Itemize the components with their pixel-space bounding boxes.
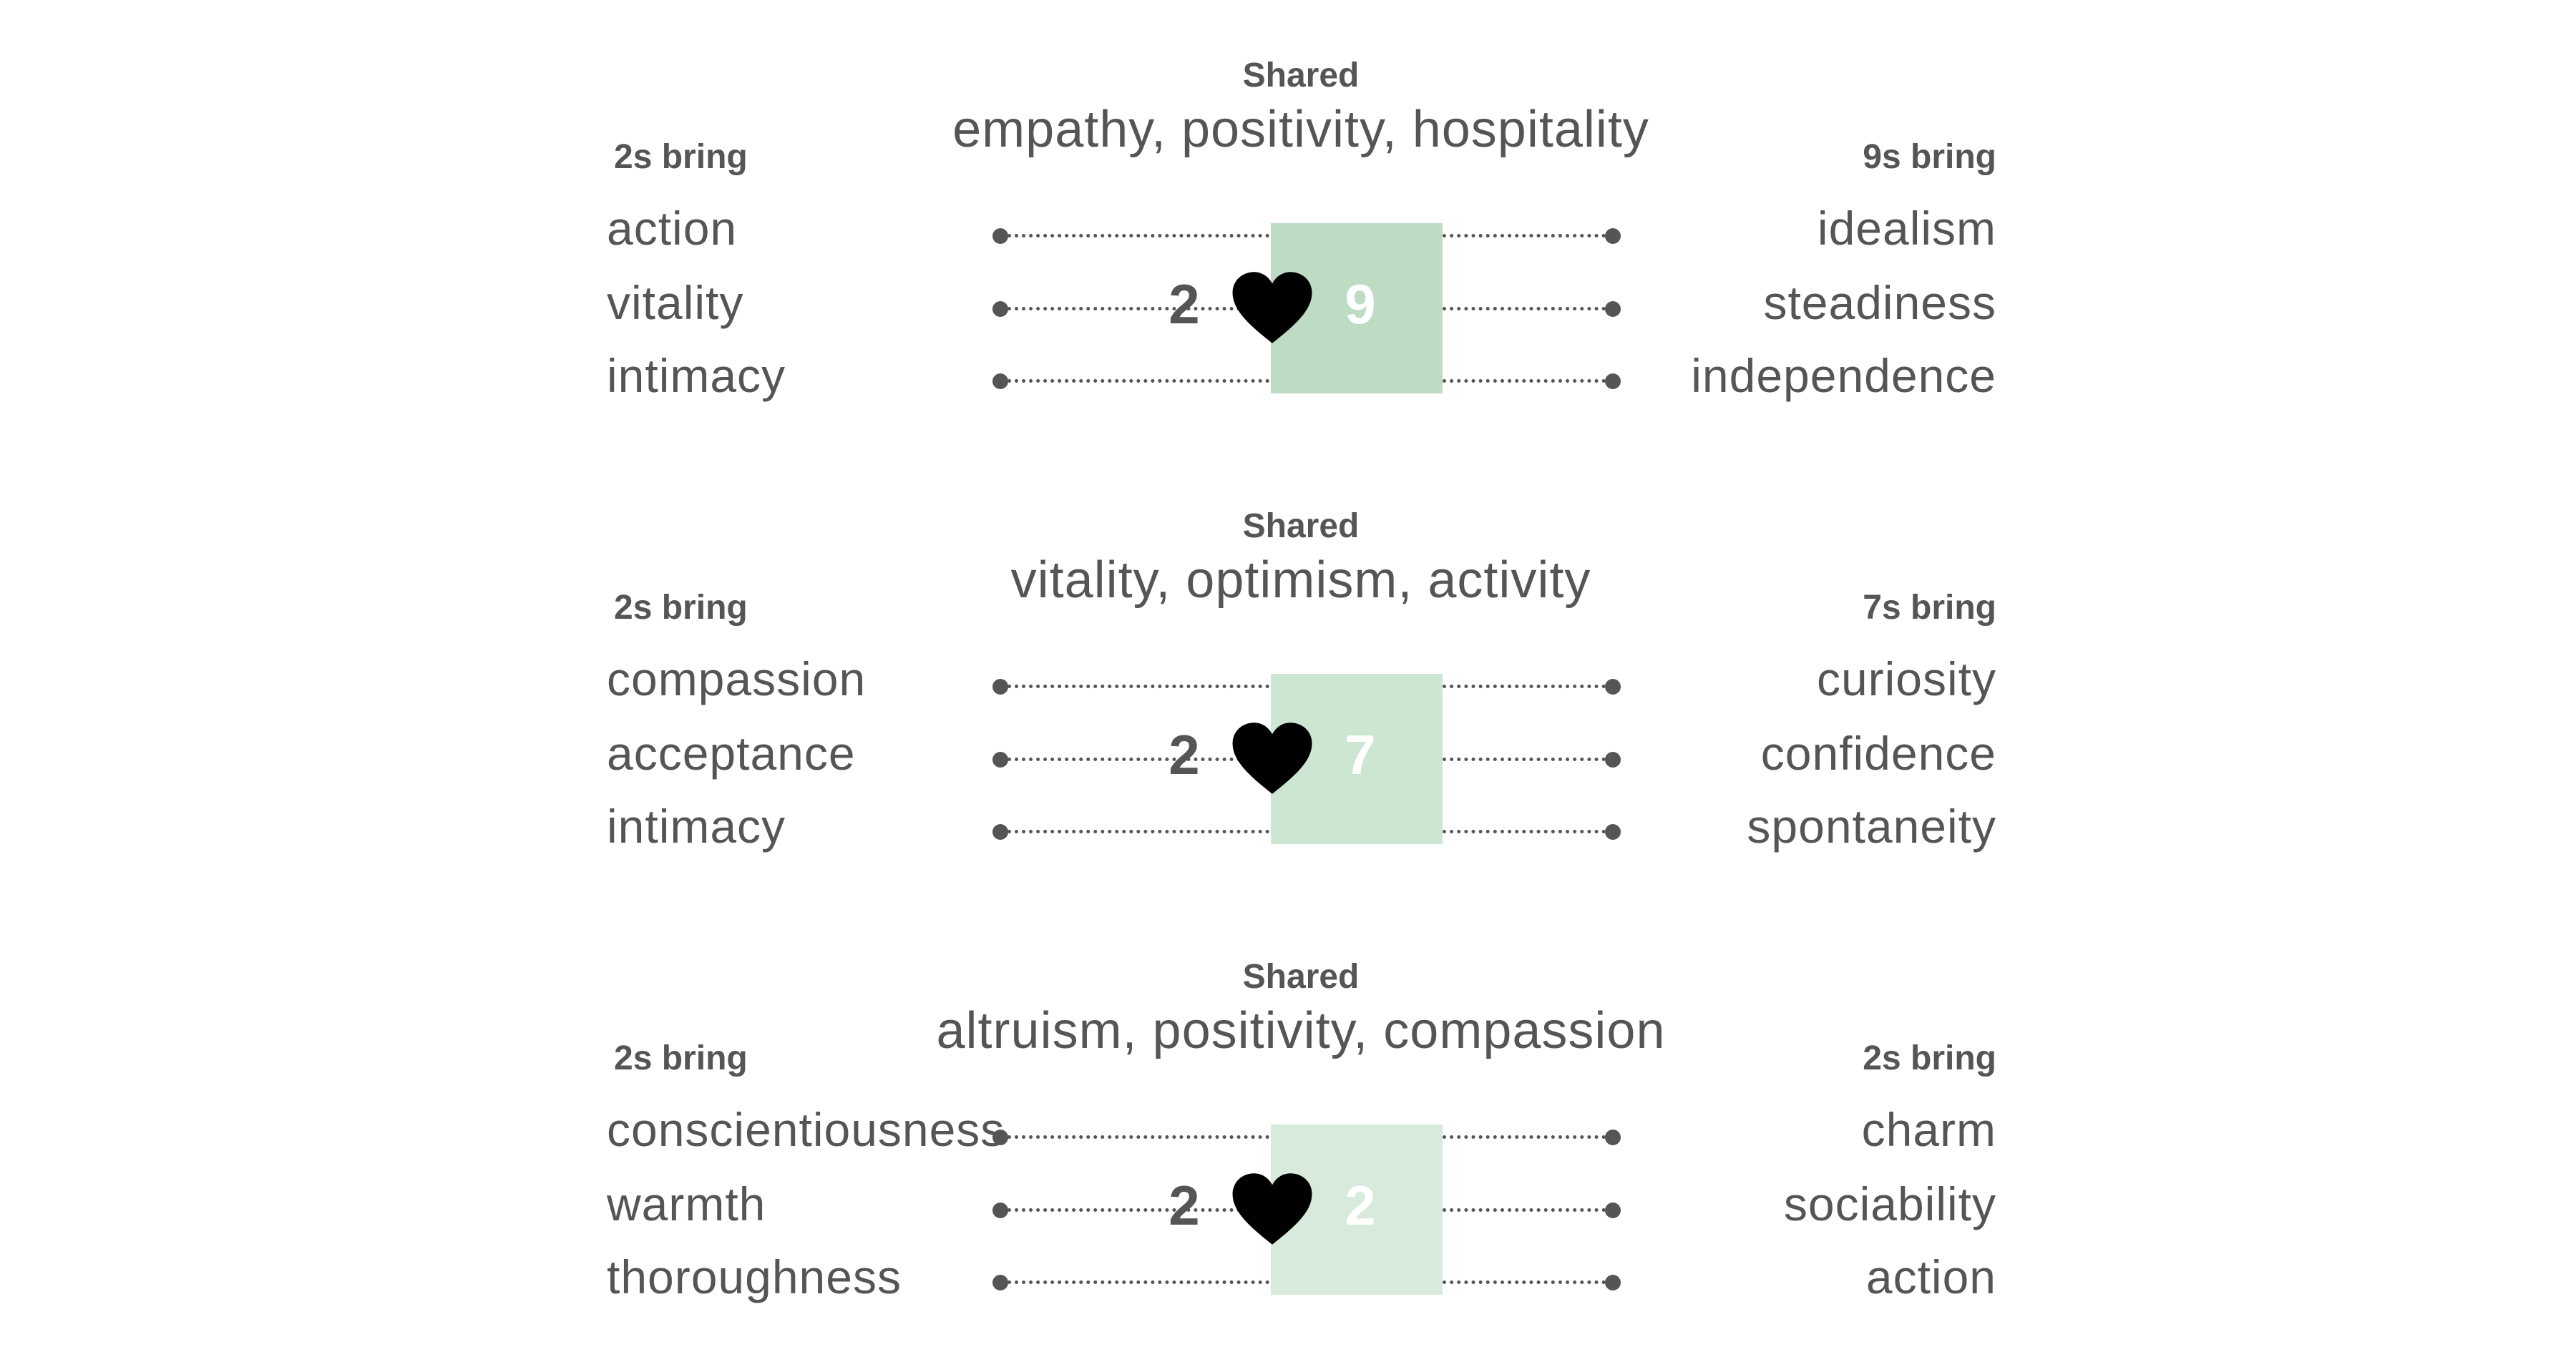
shared-values: altruism, positivity, compassion (936, 1002, 1666, 1059)
right-type-number: 2 (1345, 1174, 1376, 1237)
left-trait: vitality (607, 276, 744, 329)
dot-marker (992, 373, 1008, 389)
dot-marker (1605, 228, 1621, 244)
left-type-header: 2s bring (614, 589, 748, 627)
right-connector (1443, 685, 1613, 688)
right-trait: independence (1691, 349, 1996, 402)
right-connector (1443, 379, 1613, 383)
pairing-panel: Shared vitality, optimism, activity 2s b… (0, 451, 2576, 894)
dot-marker (1605, 1202, 1621, 1218)
dot-marker (1605, 1130, 1621, 1145)
dot-marker (992, 752, 1008, 768)
right-connector (1443, 758, 1613, 761)
left-connector (1000, 379, 1269, 383)
dot-marker (1605, 679, 1621, 695)
dot-marker (1605, 824, 1621, 840)
right-trait: action (1865, 1250, 1996, 1303)
heart-icon (1231, 1172, 1314, 1246)
right-trait: curiosity (1816, 652, 1996, 705)
left-connector (1000, 1280, 1269, 1284)
dot-marker (992, 1130, 1008, 1145)
left-trait: action (607, 202, 738, 255)
left-trait: intimacy (607, 800, 786, 853)
shared-label: Shared (1242, 507, 1360, 545)
left-trait: compassion (607, 652, 867, 705)
right-trait: spontaneity (1747, 800, 1996, 853)
left-connector (1000, 830, 1269, 833)
left-trait: acceptance (607, 727, 856, 780)
shared-values: empathy, positivity, hospitality (952, 101, 1649, 158)
pairing-panel: Shared altruism, positivity, compassion … (0, 901, 2576, 1345)
left-connector (1000, 758, 1269, 761)
right-trait: steadiness (1763, 276, 1996, 329)
right-type-header: 2s bring (1863, 1039, 1996, 1077)
heart-icon (1231, 270, 1314, 345)
shared-label: Shared (1242, 958, 1360, 996)
right-connector (1443, 1135, 1613, 1139)
left-connector (1000, 685, 1269, 688)
left-type-header: 2s bring (614, 138, 748, 176)
right-connector (1443, 307, 1613, 310)
dot-marker (992, 824, 1008, 840)
left-trait: conscientiousness (607, 1103, 1005, 1156)
right-connector (1443, 830, 1613, 833)
dot-marker (1605, 1275, 1621, 1290)
dot-marker (1605, 752, 1621, 768)
right-trait: idealism (1817, 202, 1996, 255)
left-connector (1000, 234, 1269, 237)
heart-icon (1231, 721, 1314, 795)
left-trait: warmth (607, 1177, 766, 1230)
right-connector (1443, 234, 1613, 237)
dot-marker (992, 1202, 1008, 1218)
left-type-number: 2 (1169, 1174, 1200, 1237)
left-type-header: 2s bring (614, 1039, 748, 1077)
right-type-number: 9 (1345, 273, 1376, 335)
right-type-header: 9s bring (1863, 138, 1996, 176)
left-connector (1000, 1135, 1269, 1139)
right-trait: confidence (1760, 727, 1996, 780)
dot-marker (992, 301, 1008, 317)
dot-marker (992, 228, 1008, 244)
dot-marker (1605, 301, 1621, 317)
right-connector (1443, 1280, 1613, 1284)
right-type-header: 7s bring (1863, 589, 1996, 627)
left-type-number: 2 (1169, 273, 1200, 335)
dot-marker (1605, 373, 1621, 389)
shared-values: vitality, optimism, activity (1010, 552, 1591, 609)
shared-label: Shared (1242, 57, 1360, 94)
left-trait: intimacy (607, 349, 786, 402)
dot-marker (992, 1275, 1008, 1290)
right-connector (1443, 1208, 1613, 1212)
pairing-panel: Shared empathy, positivity, hospitality … (0, 0, 2576, 444)
dot-marker (992, 679, 1008, 695)
right-type-number: 7 (1345, 723, 1376, 786)
left-trait: thoroughness (607, 1250, 902, 1303)
left-connector (1000, 307, 1269, 310)
right-trait: charm (1861, 1103, 1996, 1156)
right-trait: sociability (1783, 1177, 1996, 1230)
left-connector (1000, 1208, 1269, 1212)
left-type-number: 2 (1169, 723, 1200, 786)
